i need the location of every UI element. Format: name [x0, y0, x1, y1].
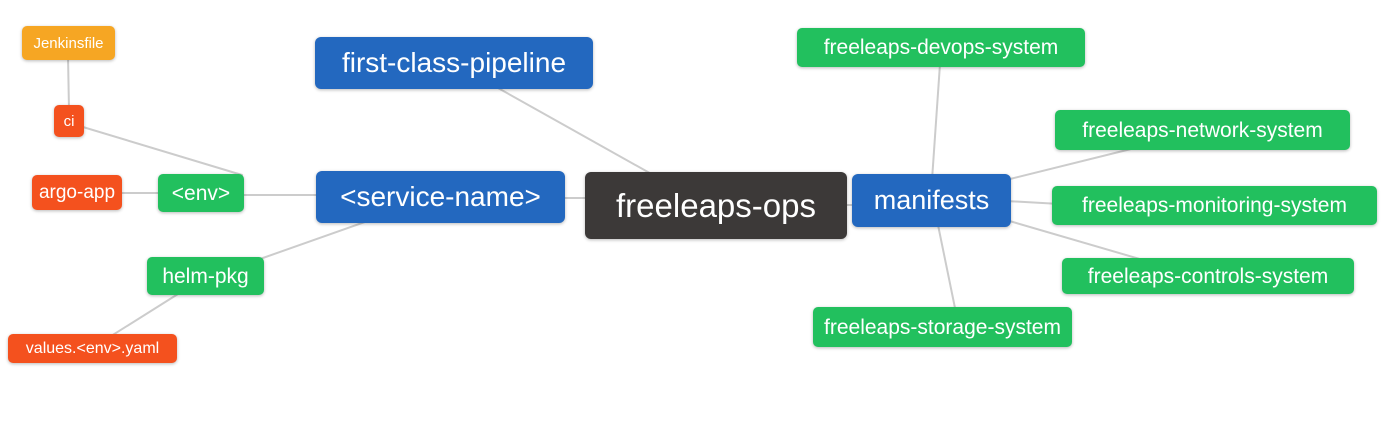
node-freeleaps-storage-system[interactable]: freeleaps-storage-system	[813, 307, 1072, 347]
node-manifests[interactable]: manifests	[852, 174, 1011, 227]
edge-manifests-network-system	[1005, 147, 1136, 181]
node-freeleaps-devops-system[interactable]: freeleaps-devops-system	[797, 28, 1085, 67]
node-helm-pkg[interactable]: helm-pkg	[147, 257, 264, 295]
edge-ci-env	[82, 126, 243, 176]
node-first-class-pipeline[interactable]: first-class-pipeline	[315, 37, 593, 89]
node-values-env-yaml[interactable]: values.<env>.yaml	[8, 334, 177, 363]
edge-manifests-devops-system	[931, 63, 941, 181]
node-ci[interactable]: ci	[54, 105, 84, 137]
node-argo-app[interactable]: argo-app	[32, 175, 122, 210]
edge-manifests-monitoring-system	[1005, 200, 1061, 205]
node-freeleaps-network-system[interactable]: freeleaps-network-system	[1055, 110, 1350, 150]
node-env[interactable]: <env>	[158, 174, 244, 212]
node-freeleaps-monitoring-system[interactable]: freeleaps-monitoring-system	[1052, 186, 1377, 225]
edge-manifests-storage-system	[937, 224, 956, 309]
node-jenkinsfile[interactable]: Jenkinsfile	[22, 26, 115, 60]
node-freeleaps-ops-root[interactable]: freeleaps-ops	[585, 172, 847, 239]
edge-jenkinsfile-ci	[67, 55, 70, 111]
edge-manifests-controls-system	[1005, 219, 1151, 263]
node-freeleaps-controls-system[interactable]: freeleaps-controls-system	[1062, 258, 1354, 294]
node-service-name[interactable]: <service-name>	[316, 171, 565, 223]
